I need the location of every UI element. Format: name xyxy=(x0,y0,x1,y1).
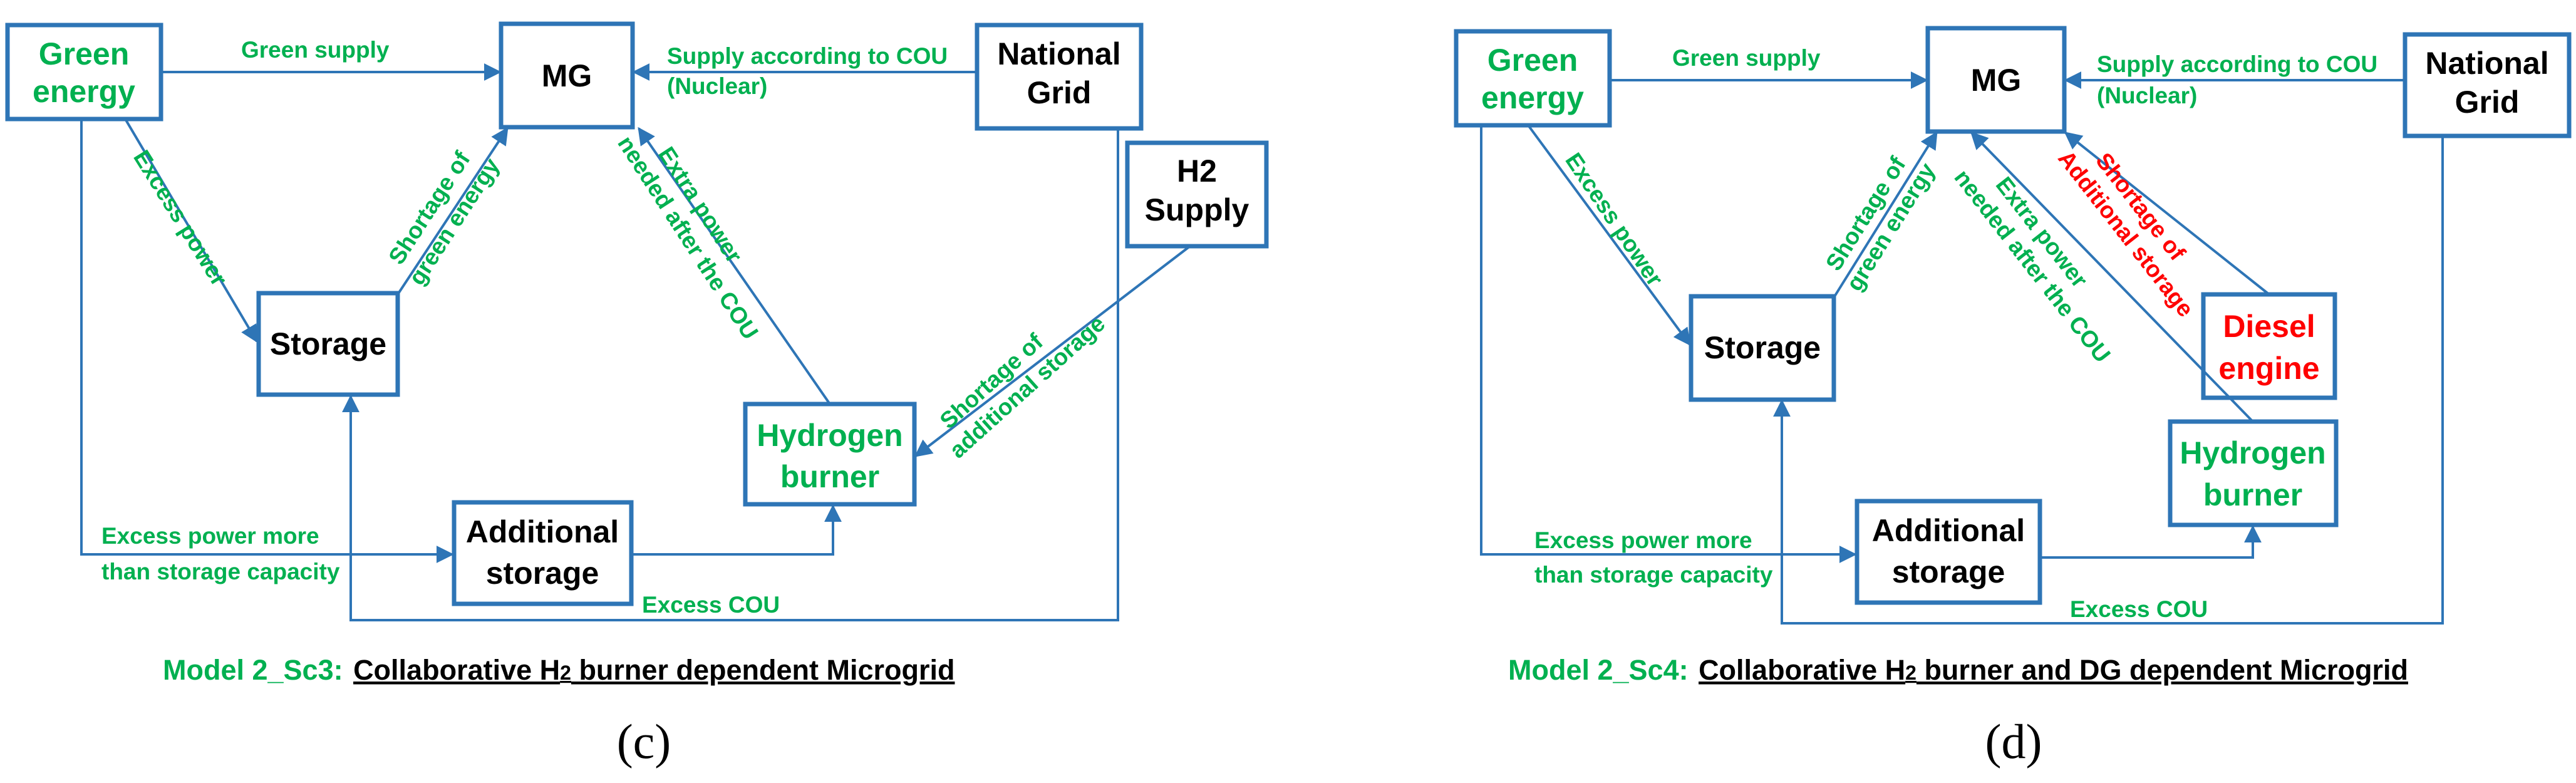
node-national-grid xyxy=(975,23,1144,131)
node-storage-d xyxy=(1689,294,1836,402)
node-h2-supply-line2: Supply xyxy=(1145,192,1249,227)
caption-c-model: Model 2_Sc3: xyxy=(163,654,343,686)
panel-c-label: (c) xyxy=(617,714,671,769)
panel-d: Green energy MG National Grid Diesel eng… xyxy=(1454,26,2572,769)
label-supply-cou-line1: Supply according to COU xyxy=(667,43,948,69)
label-extra-power: Extra power needed after the COU xyxy=(613,132,763,345)
node-diesel-engine-d-line1: Diesel xyxy=(2223,309,2315,344)
label-excess-more-line1: Excess power more xyxy=(101,523,319,549)
node-national-grid-d-line1: National xyxy=(2425,46,2548,81)
node-mg-label: MG xyxy=(542,58,592,93)
caption-d-title-post: burner and DG dependent Microgrid xyxy=(1916,654,2408,686)
caption-d-title-pre: Collaborative H xyxy=(1699,654,1905,686)
node-storage xyxy=(256,291,400,397)
label-excess-cou: Excess COU xyxy=(642,592,780,618)
caption-c-title-pre: Collaborative H xyxy=(353,654,560,686)
node-h2-supply-line1: H2 xyxy=(1177,153,1217,189)
label-supply-cou-d-line1: Supply according to COU xyxy=(2097,51,2377,77)
node-hydrogen-burner-d xyxy=(2168,419,2339,527)
caption-c: Model 2_Sc3: Collaborative H2 burner dep… xyxy=(163,654,954,686)
edge-excess-cou xyxy=(342,128,1119,621)
label-excess-more-d-line2: than storage capacity xyxy=(1534,562,1773,588)
node-green-energy-line1: Green xyxy=(39,36,130,71)
label-excess-power: Excess power xyxy=(128,146,232,291)
node-hydrogen-burner-d-line2: burner xyxy=(2203,477,2302,512)
edge-excess-power-d xyxy=(1527,124,1691,346)
edge-excess-power xyxy=(124,118,258,343)
node-additional-storage xyxy=(452,500,634,606)
node-diesel-engine-d-line2: engine xyxy=(2218,351,2319,386)
node-national-grid-d-line2: Grid xyxy=(2455,85,2520,120)
panel-d-label: (d) xyxy=(1985,714,2042,769)
edge-additional-to-burner-d xyxy=(2040,525,2262,559)
edge-extra-power-d xyxy=(1970,131,2254,423)
edge-excess-more-d xyxy=(1480,125,1857,563)
label-supply-cou-line2: (Nuclear) xyxy=(667,73,767,99)
caption-d-title-sub: 2 xyxy=(1905,661,1916,684)
label-excess-cou-d: Excess COU xyxy=(2070,596,2208,622)
caption-c-title-sub: 2 xyxy=(560,661,571,684)
node-green-energy-d-line2: energy xyxy=(1481,80,1584,115)
label-excess-more-line2: than storage capacity xyxy=(101,559,340,584)
node-green-energy-d xyxy=(1454,29,1612,128)
panel-c: Green energy MG National Grid H2 Supply … xyxy=(5,21,1269,769)
node-diesel-engine-d xyxy=(2201,292,2337,400)
node-hydrogen-burner-d-line1: Hydrogen xyxy=(2180,435,2325,470)
node-additional-storage-line2: storage xyxy=(486,556,599,591)
node-national-grid-line2: Grid xyxy=(1027,75,1092,110)
caption-d: Model 2_Sc4: Collaborative H2 burner and… xyxy=(1508,654,2408,686)
node-additional-storage-d-line1: Additional xyxy=(1872,513,2025,548)
edge-excess-cou-d xyxy=(1773,136,2444,625)
node-green-energy xyxy=(5,23,163,122)
label-green-supply: Green supply xyxy=(241,37,390,63)
edge-shortage-additional xyxy=(914,245,1191,457)
node-national-grid-line1: National xyxy=(997,36,1120,71)
node-mg xyxy=(499,21,635,130)
node-h2-supply xyxy=(1125,140,1269,249)
node-hydrogen-burner-line2: burner xyxy=(780,459,879,494)
node-storage-label: Storage xyxy=(270,326,386,361)
edge-shortage-green xyxy=(396,127,509,296)
node-national-grid-d xyxy=(2403,32,2572,138)
node-hydrogen-burner-line1: Hydrogen xyxy=(757,418,903,453)
label-excess-power-d: Excess power xyxy=(1560,148,1668,291)
label-shortage-additional-d: Shortage of Additional storage xyxy=(2053,145,2198,321)
node-mg-d-label: MG xyxy=(1971,63,2022,98)
node-hydrogen-burner xyxy=(743,402,917,507)
edge-shortage-green-d xyxy=(1833,131,1938,299)
label-supply-cou-d-line2: (Nuclear) xyxy=(2097,83,2197,108)
caption-d-model: Model 2_Sc4: xyxy=(1508,654,1689,686)
node-green-energy-d-line1: Green xyxy=(1487,43,1578,78)
edge-excess-more xyxy=(80,119,454,563)
node-green-energy-line2: energy xyxy=(33,74,135,109)
edge-additional-to-burner xyxy=(631,504,842,556)
node-additional-storage-line1: Additional xyxy=(466,514,619,549)
label-excess-more-d-line1: Excess power more xyxy=(1534,527,1752,553)
node-storage-d-label: Storage xyxy=(1704,330,1821,365)
node-additional-storage-d-line2: storage xyxy=(1892,554,2005,589)
caption-c-title-post: burner dependent Microgrid xyxy=(571,654,955,686)
edge-shortage-additional-d xyxy=(2064,132,2270,296)
label-shortage-green-d: Shortage of green energy xyxy=(1821,152,1940,296)
edge-extra-power xyxy=(638,127,831,405)
node-additional-storage-d xyxy=(1854,499,2042,605)
label-green-supply-d: Green supply xyxy=(1672,45,1821,71)
label-shortage-green: Shortage of green energy xyxy=(383,147,504,289)
